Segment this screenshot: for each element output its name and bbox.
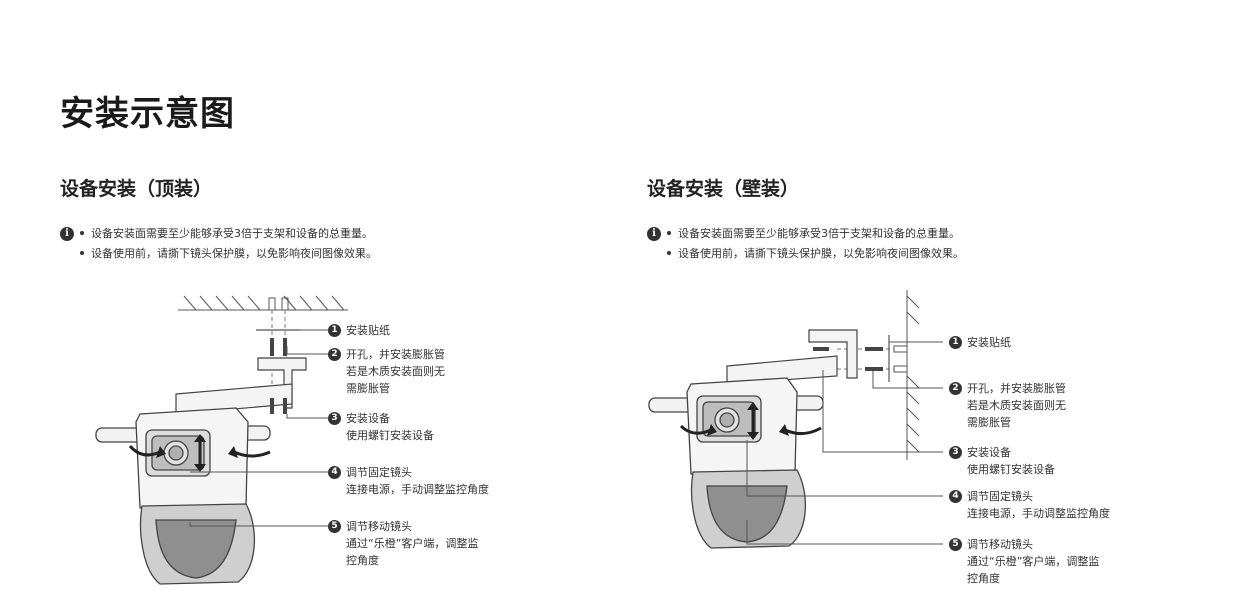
callout-text: 需膨胀管 — [967, 416, 1011, 429]
notes: i 设备安装面需要至少能够承受3倍于支架和设备的总重量。 设备使用前，请撕下镜头… — [60, 224, 377, 264]
rotation-arrows — [128, 440, 271, 466]
callout-text: 通过“乐橙”客户端，调整监 — [346, 537, 479, 550]
note-item: 设备安装面需要至少能够承受3倍于支架和设备的总重量。 — [647, 224, 964, 244]
note-item: 设备安装面需要至少能够承受3倍于支架和设备的总重量。 — [60, 224, 377, 244]
arrow-heads — [707, 402, 789, 440]
callout-text: 若是木质安装面则无 — [967, 399, 1066, 412]
callout-text: 调节移动镜头 — [967, 538, 1033, 551]
notes: i 设备安装面需要至少能够承受3倍于支架和设备的总重量。 设备使用前，请撕下镜头… — [647, 224, 964, 264]
callout-text: 使用螺钉安装设备 — [346, 429, 434, 442]
wall-install-section: 设备安装（壁装） i 设备安装面需要至少能够承受3倍于支架和设备的总重量。 设备… — [647, 170, 1207, 600]
camera — [648, 377, 824, 549]
callout-text: 安装设备 — [346, 412, 390, 425]
leader-lines — [189, 329, 328, 527]
callout-text: 调节固定镜头 — [346, 466, 412, 479]
callout-text: 连接电源，手动调整监控角度 — [967, 507, 1110, 520]
callout-2: 2 开孔，并安装膨胀管 若是木质安装面则无 需膨胀管 — [328, 346, 445, 397]
info-icon: i — [60, 227, 74, 241]
bullet-dot — [80, 231, 84, 235]
arrow-heads — [156, 434, 238, 472]
callout-number: 1 — [949, 336, 962, 349]
leader-lines — [746, 341, 943, 545]
callout-text: 需膨胀管 — [346, 382, 390, 395]
bullet-dot — [667, 231, 671, 235]
callout-1: 1 安装贴纸 — [949, 334, 1011, 351]
callout-number: 2 — [328, 348, 341, 361]
callout-text: 安装设备 — [967, 446, 1011, 459]
wall-mount-diagram — [648, 290, 943, 549]
callout-3: 3 安装设备 使用螺钉安装设备 — [328, 410, 434, 444]
callout-text: 安装贴纸 — [967, 336, 1011, 349]
callout-number: 3 — [328, 412, 341, 425]
note-text: 设备安装面需要至少能够承受3倍于支架和设备的总重量。 — [91, 227, 373, 240]
callout-4: 4 调节固定镜头 连接电源，手动调整监控角度 — [328, 464, 489, 498]
callout-text: 控角度 — [967, 572, 1000, 585]
callout-3: 3 安装设备 使用螺钉安装设备 — [949, 444, 1055, 478]
note-item: 设备使用前，请撕下镜头保护膜，以免影响夜间图像效果。 — [647, 244, 964, 264]
callout-text: 调节固定镜头 — [967, 490, 1033, 503]
bullet-dot — [667, 251, 671, 255]
info-icon: i — [647, 227, 661, 241]
callout-5: 5 调节移动镜头 通过“乐橙”客户端，调整监 控角度 — [328, 518, 479, 569]
callout-number: 5 — [949, 538, 962, 551]
callout-number: 1 — [328, 324, 341, 337]
callout-text: 若是木质安装面则无 — [346, 365, 445, 378]
section-title: 设备安装（顶装） — [60, 178, 213, 200]
callout-text: 连接电源，手动调整监控角度 — [346, 483, 489, 496]
callout-number: 2 — [949, 382, 962, 395]
page-title: 安装示意图 — [60, 94, 235, 134]
expansion-anchors — [270, 338, 287, 356]
expansion-anchors — [865, 347, 883, 371]
callout-number: 3 — [949, 446, 962, 459]
camera — [95, 407, 271, 585]
callout-number: 4 — [328, 466, 341, 479]
guide-dashes — [837, 348, 894, 370]
note-item: 设备使用前，请撕下镜头保护膜，以免影响夜间图像效果。 — [60, 244, 377, 264]
callout-text: 开孔，并安装膨胀管 — [346, 348, 445, 361]
callout-text: 安装贴纸 — [346, 324, 390, 337]
callout-text: 调节移动镜头 — [346, 520, 412, 533]
callout-text: 控角度 — [346, 554, 379, 567]
rotation-arrows — [679, 408, 822, 435]
ceiling-surface — [178, 295, 348, 311]
note-text: 设备使用前，请撕下镜头保护膜，以免影响夜间图像效果。 — [91, 247, 377, 260]
callout-number: 5 — [328, 520, 341, 533]
ceiling-install-section: 设备安装（顶装） i 设备安装面需要至少能够承受3倍于支架和设备的总重量。 设备… — [60, 170, 620, 600]
callout-2: 2 开孔，并安装膨胀管 若是木质安装面则无 需膨胀管 — [949, 380, 1066, 431]
section-title: 设备安装（壁装） — [647, 178, 800, 200]
callout-4: 4 调节固定镜头 连接电源，手动调整监控角度 — [949, 488, 1110, 522]
ceiling-mount-diagram — [95, 295, 348, 585]
wall-surface — [893, 290, 920, 460]
bracket — [175, 357, 307, 415]
note-text: 设备安装面需要至少能够承受3倍于支架和设备的总重量。 — [678, 227, 960, 240]
callout-1: 1 安装贴纸 — [328, 322, 390, 339]
callout-text: 开孔，并安装膨胀管 — [967, 382, 1066, 395]
callout-text: 通过“乐橙”客户端，调整监 — [967, 555, 1100, 568]
bracket — [726, 329, 858, 385]
bracket-screws — [270, 398, 287, 414]
bullet-dot — [80, 251, 84, 255]
callout-number: 4 — [949, 490, 962, 503]
callout-text: 使用螺钉安装设备 — [967, 463, 1055, 476]
callout-5: 5 调节移动镜头 通过“乐橙”客户端，调整监 控角度 — [949, 536, 1100, 587]
note-text: 设备使用前，请撕下镜头保护膜，以免影响夜间图像效果。 — [678, 247, 964, 260]
